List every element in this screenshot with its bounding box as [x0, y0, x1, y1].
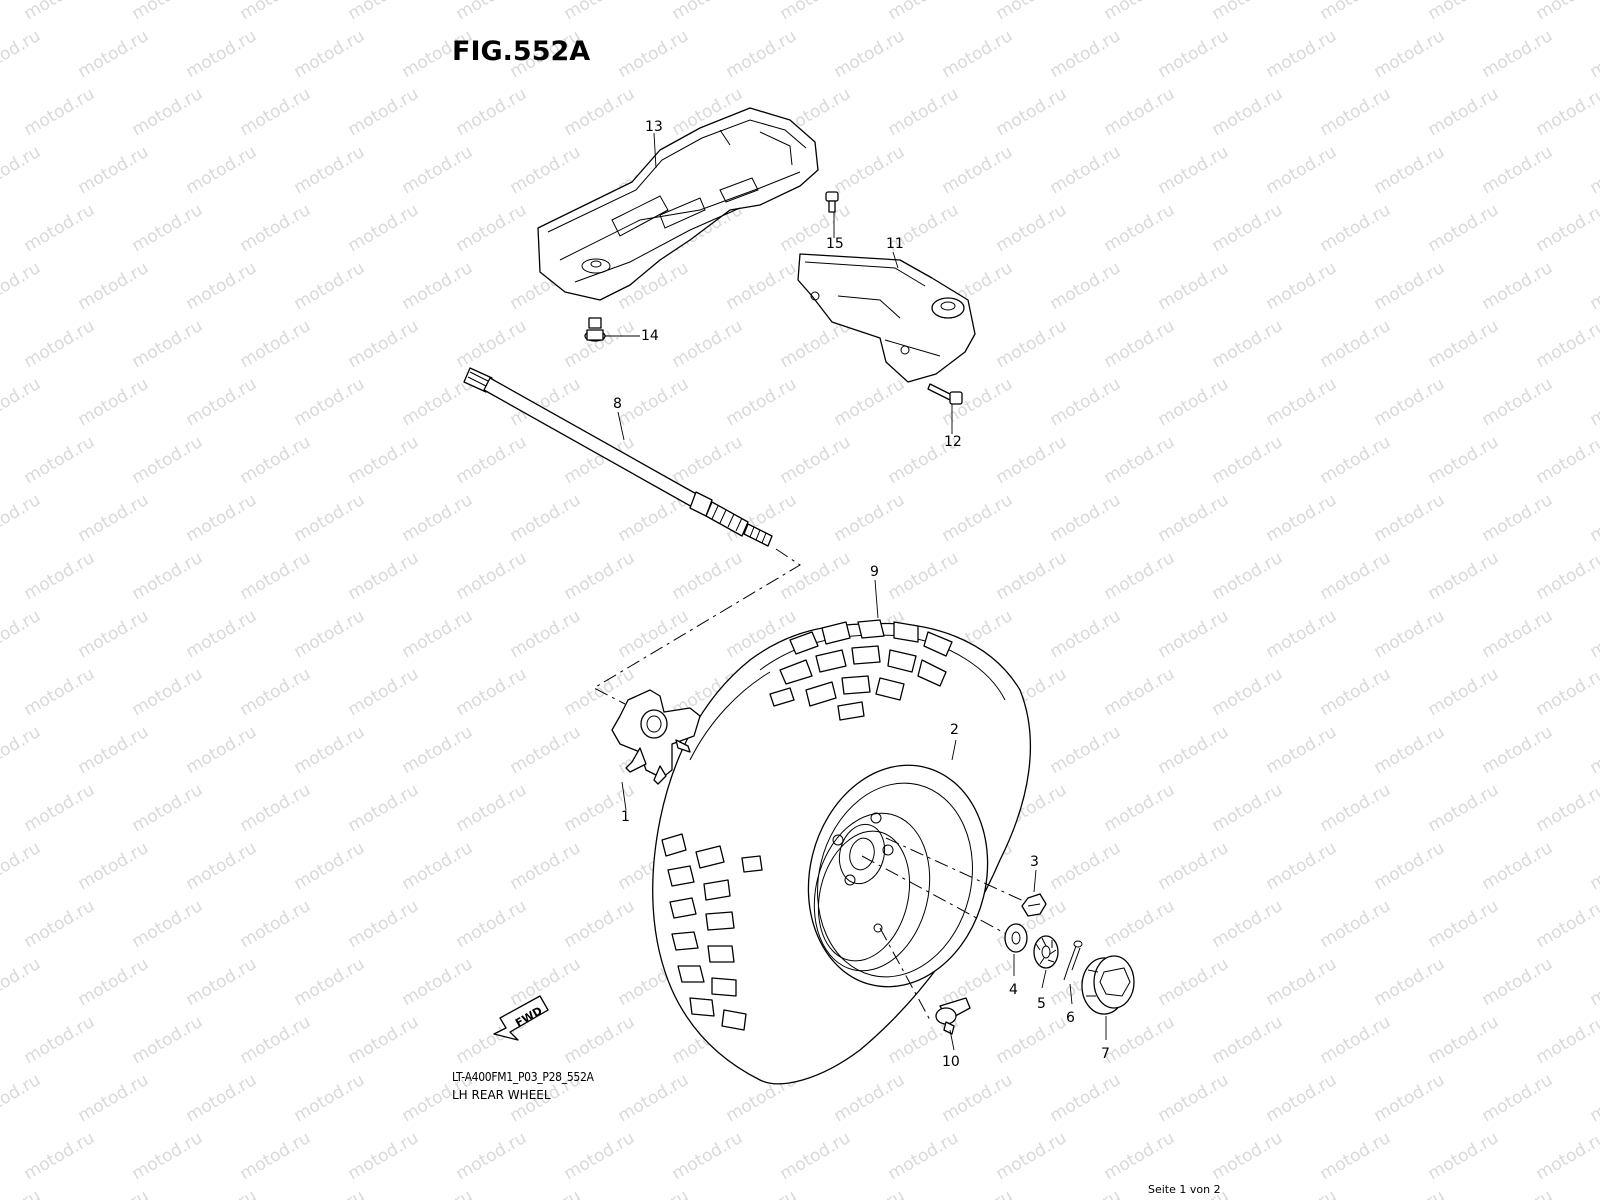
- bolt-part-14: [584, 317, 606, 342]
- callout-12: 12: [944, 434, 962, 450]
- wheel-rim-part: [807, 764, 989, 988]
- leader-lines: [605, 132, 1107, 1051]
- callout-labels: 1 2 3 4 5 6 7 8 9 10 11 12 13 14 15: [613, 119, 1110, 1070]
- valve-alignment-line: [879, 927, 931, 1021]
- cotter-pin-part: [1063, 940, 1083, 981]
- callout-10: 10: [942, 1054, 960, 1070]
- callout-9: 9: [870, 564, 879, 580]
- tread-pattern-side: [661, 833, 763, 1031]
- alignment-line: [592, 548, 801, 705]
- nut-part: [1021, 893, 1047, 917]
- drive-shaft-part: [463, 367, 773, 547]
- callout-15: 15: [826, 236, 844, 252]
- washer-part: [1004, 923, 1028, 953]
- bolt-part-15: [825, 191, 839, 213]
- callout-7: 7: [1101, 1046, 1110, 1062]
- callout-3: 3: [1030, 854, 1039, 870]
- fwd-arrow-icon: FWD: [493, 995, 549, 1041]
- stud-alignment-line-lower: [861, 855, 1011, 937]
- callout-1: 1: [621, 809, 630, 825]
- castle-nut-part: [1033, 935, 1059, 969]
- callout-2: 2: [950, 722, 959, 738]
- callout-4: 4: [1009, 982, 1018, 998]
- valve-part: [935, 997, 971, 1035]
- skid-plate-part: [537, 107, 819, 301]
- bracket-part: [797, 253, 976, 383]
- figure-code: LT-A400FM1_P03_P28_552A: [452, 1070, 594, 1084]
- bolt-part-12: [927, 383, 963, 405]
- callout-6: 6: [1066, 1010, 1075, 1026]
- hub-cap-part: [1081, 955, 1135, 1015]
- page-label: Seite 1 von 2: [1148, 1183, 1221, 1196]
- hub-part: [611, 689, 701, 785]
- figure-title: FIG.552A: [452, 36, 591, 67]
- callout-13: 13: [645, 119, 663, 135]
- tread-pattern-top: [769, 619, 953, 721]
- callout-14: 14: [641, 328, 659, 344]
- callout-5: 5: [1037, 996, 1046, 1012]
- figure-name: LH REAR WHEEL: [452, 1088, 551, 1102]
- callout-8: 8: [613, 396, 622, 412]
- callout-11: 11: [886, 236, 904, 252]
